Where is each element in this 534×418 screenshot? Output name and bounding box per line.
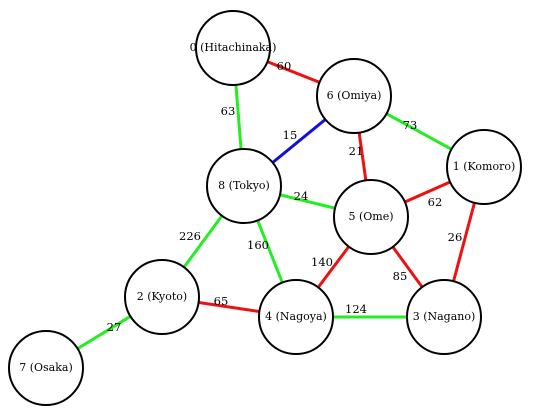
edge-weight-label-2-4: 65	[214, 294, 229, 308]
nodes-layer: 0 (Hitachinaka) 1 (Komoro) 2 (Kyoto) 3 (Nag…	[8, 10, 522, 406]
edge-weight-label-0-6: 60	[277, 59, 292, 73]
edge-weight-label-8-4: 160	[247, 238, 269, 252]
node-label-5: 5 (Ome)	[348, 210, 393, 223]
node-label-8: 8 (Tokyo)	[218, 179, 270, 192]
node-label-3: 3 (Nagano)	[413, 310, 476, 323]
node-circle-0	[195, 10, 271, 86]
edge-weight-label-1-3: 26	[448, 230, 463, 244]
node-circle-6	[316, 58, 392, 134]
edge-weight-label-4-3: 124	[345, 302, 367, 316]
edge-weight-label-6-8: 15	[283, 128, 298, 142]
node-circle-5	[333, 179, 409, 255]
node-label-7: 7 (Osaka)	[19, 361, 73, 374]
node-6: 6 (Omiya)	[316, 58, 392, 134]
node-3: 3 (Nagano)	[406, 279, 482, 355]
node-circle-7	[8, 330, 84, 406]
edge-weight-label-1-5: 62	[428, 195, 443, 209]
node-label-0: 0 (Hitachinaka)	[190, 41, 277, 54]
node-circle-4	[258, 279, 334, 355]
node-label-1: 1 (Komoro)	[453, 160, 516, 173]
edge-labels-layer: 60 63 15 73 21 62 26 24 226 160 140 85 65 27 124	[107, 59, 463, 334]
edge-weight-label-5-3: 85	[393, 269, 408, 283]
node-circle-3	[406, 279, 482, 355]
node-2: 2 (Kyoto)	[124, 259, 200, 335]
node-label-2: 2 (Kyoto)	[137, 290, 187, 303]
node-4: 4 (Nagoya)	[258, 279, 334, 355]
edge-weight-label-8-2: 226	[179, 229, 201, 243]
node-5: 5 (Ome)	[333, 179, 409, 255]
edge-weight-label-5-4: 140	[311, 255, 333, 269]
node-1: 1 (Komoro)	[446, 129, 522, 205]
node-circle-1	[446, 129, 522, 205]
node-label-4: 4 (Nagoya)	[265, 310, 327, 323]
node-7: 7 (Osaka)	[8, 330, 84, 406]
node-label-6: 6 (Omiya)	[327, 89, 382, 102]
node-8: 8 (Tokyo)	[206, 148, 282, 224]
edge-weight-label-0-8: 63	[221, 104, 236, 118]
edge-weight-label-6-1: 73	[403, 118, 418, 132]
node-circle-8	[206, 148, 282, 224]
edge-weight-label-8-5: 24	[294, 189, 309, 203]
edge-weight-label-6-5: 21	[349, 144, 364, 158]
node-0: 0 (Hitachinaka)	[190, 10, 277, 86]
edge-weight-label-2-7: 27	[107, 320, 122, 334]
node-circle-2	[124, 259, 200, 335]
